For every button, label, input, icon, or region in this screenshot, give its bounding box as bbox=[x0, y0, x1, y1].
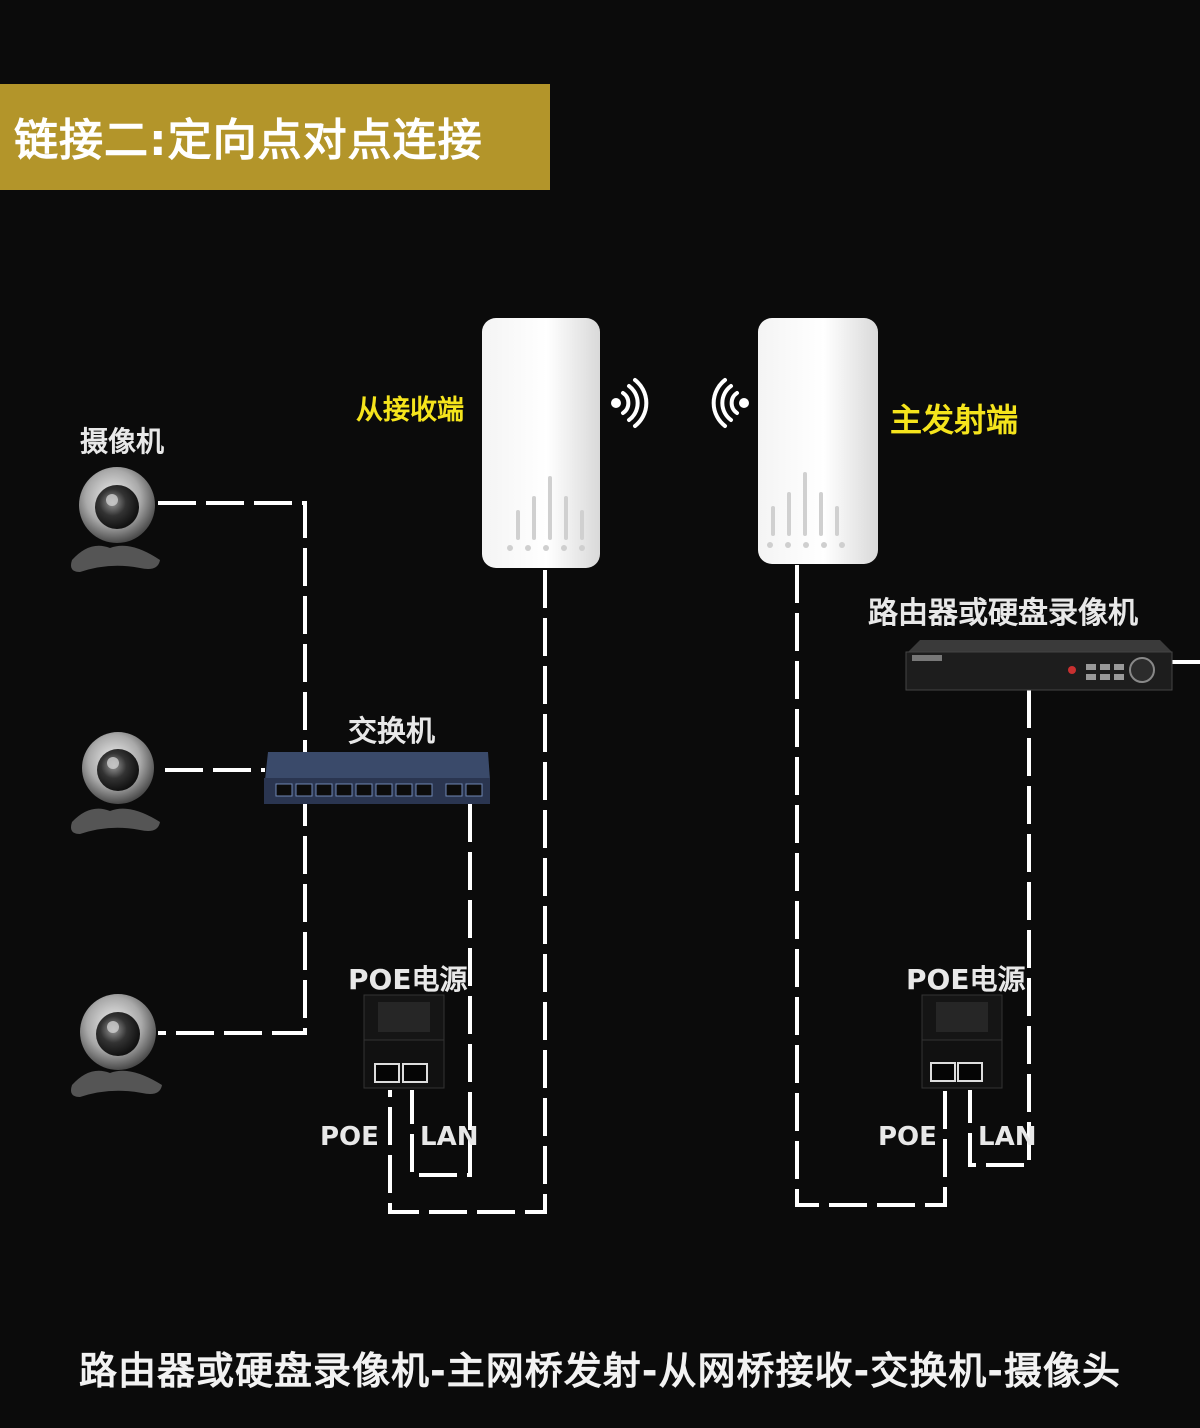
wifi-signal-right-icon bbox=[611, 378, 649, 428]
transmitter-label: 主发射端 bbox=[890, 401, 1019, 439]
cable-router-poe-lan-right bbox=[968, 690, 1031, 1167]
footer-caption: 路由器或硬盘录像机-主网桥发射-从网桥接收-交换机-摄像头 bbox=[78, 1349, 1122, 1393]
poe-power-right-label: POE电源 bbox=[906, 963, 1026, 996]
title-banner: 链接二:定向点对点连接 bbox=[0, 84, 550, 190]
switch-label: 交换机 bbox=[348, 714, 436, 748]
transmitter-bridge-device bbox=[758, 318, 878, 564]
diagram-title: 链接二:定向点对点连接 bbox=[14, 115, 483, 166]
port-poe-left-label: POE bbox=[320, 1122, 379, 1152]
port-lan-right-label: LAN bbox=[978, 1122, 1037, 1152]
camera-label: 摄像机 bbox=[80, 425, 165, 458]
cable-switch-poe-lan-left bbox=[410, 804, 472, 1177]
network-switch-device bbox=[264, 752, 490, 804]
camera-3-icon bbox=[71, 994, 162, 1097]
receiver-label: 从接收端 bbox=[356, 395, 464, 426]
cable-bridge-left-poe bbox=[388, 570, 547, 1214]
poe-power-left-label: POE电源 bbox=[348, 963, 468, 996]
port-poe-right-label: POE bbox=[878, 1122, 937, 1152]
camera-1-icon bbox=[71, 467, 160, 572]
router-label: 路由器或硬盘录像机 bbox=[868, 596, 1138, 631]
camera-2-icon bbox=[71, 732, 160, 834]
router-nvr-device bbox=[905, 640, 1173, 691]
cable-bridge-right-poe bbox=[795, 565, 947, 1207]
receiver-bridge-device bbox=[482, 318, 600, 568]
wifi-signal-left-icon bbox=[711, 378, 749, 428]
poe-injector-right-device bbox=[921, 994, 1003, 1089]
poe-injector-left-device bbox=[363, 994, 445, 1089]
port-lan-left-label: LAN bbox=[420, 1122, 479, 1152]
